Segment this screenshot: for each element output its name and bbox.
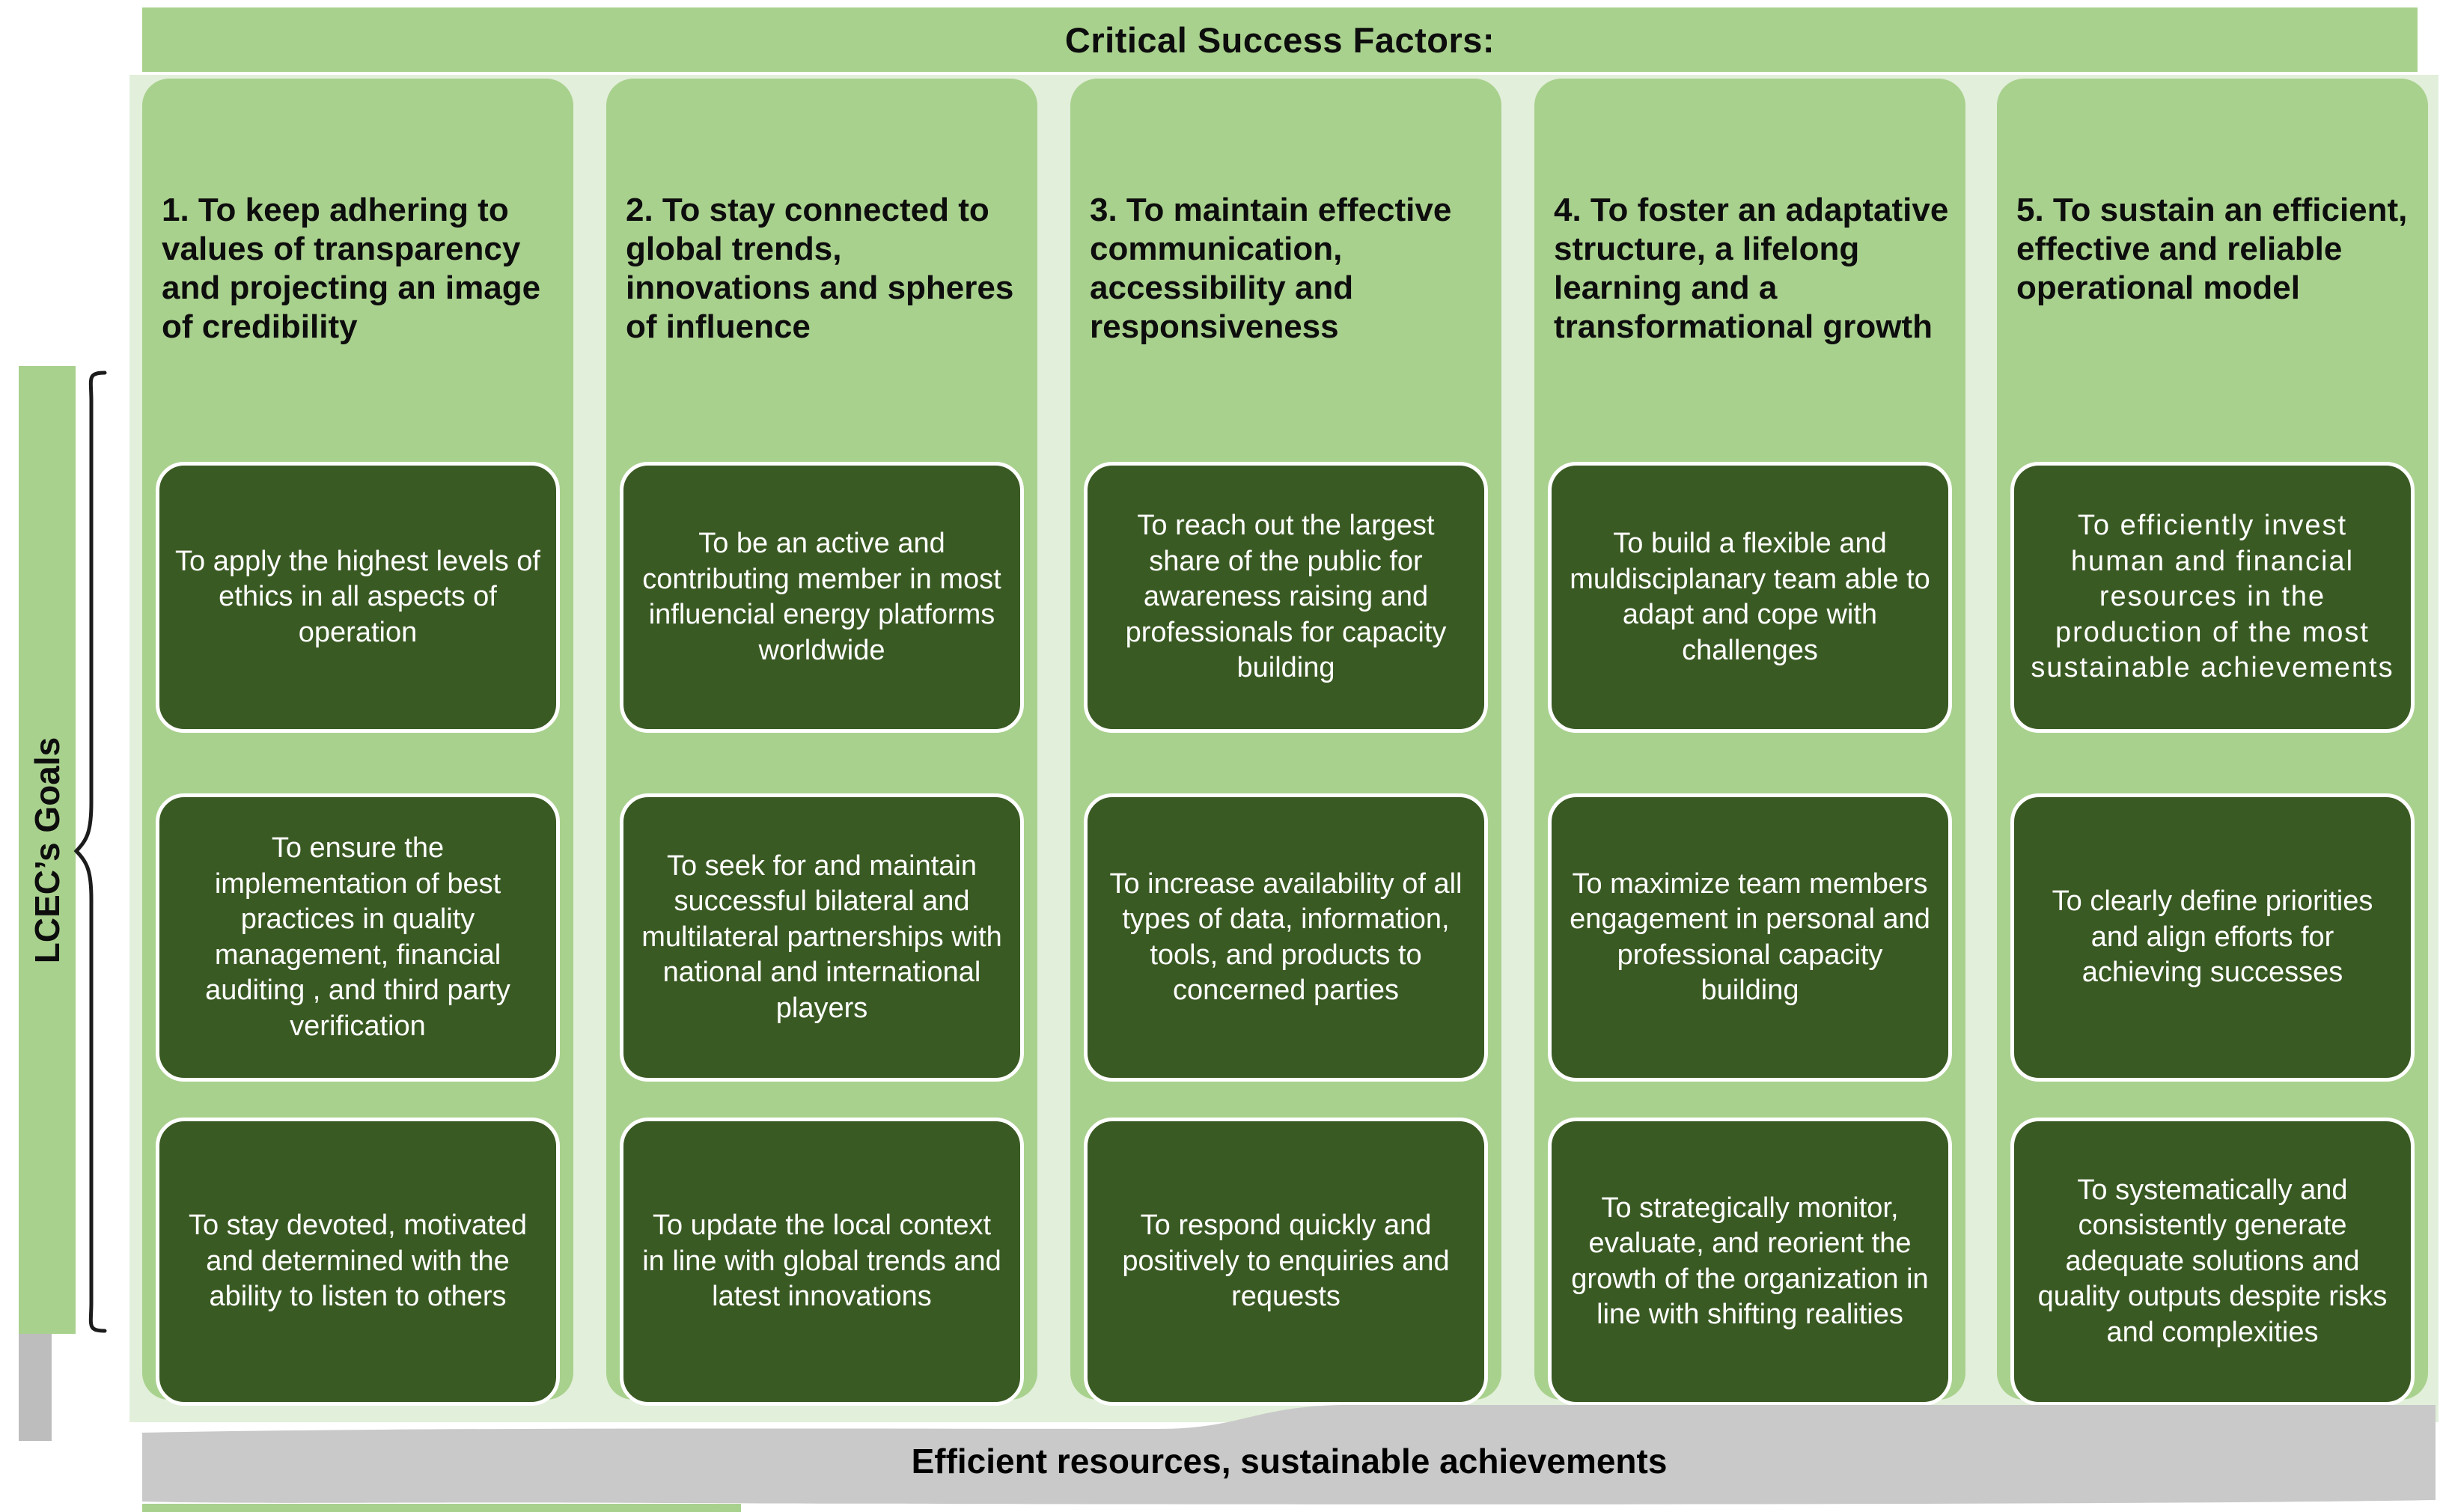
goal-box-2-3: To update the local context in line with… — [620, 1118, 1024, 1406]
critical-success-factors-banner: Critical Success Factors: — [142, 7, 2418, 72]
goal-box-3-2: To increase availability of all types of… — [1084, 793, 1488, 1082]
sidebar-shadow — [19, 1334, 52, 1441]
goal-box-1-2: To ensure the implementation of best pra… — [156, 793, 560, 1082]
ribbon-shape — [142, 1405, 2436, 1505]
goal-box-2-2: To seek for and maintain successful bila… — [620, 793, 1024, 1082]
bottom-green-strip — [142, 1504, 741, 1512]
column-4: 4. To foster an adaptative structure, a … — [1534, 79, 1965, 1406]
column-1: 1. To keep adhering to values of transpa… — [142, 79, 573, 1406]
column-5: 5. To sustain an efficient, effective an… — [1997, 79, 2428, 1406]
lcec-goals-label: LCEC’s Goals — [28, 737, 67, 963]
ribbon-text: Efficient resources, sustainable achieve… — [911, 1442, 1668, 1481]
column-5-header: 5. To sustain an efficient, effective an… — [2016, 192, 2408, 306]
goal-box-5-2: To clearly define priorities and align e… — [2010, 793, 2415, 1082]
goal-box-3-3: To respond quickly and positively to enq… — [1084, 1118, 1488, 1406]
column-2: 2. To stay connected to global trends, i… — [606, 79, 1037, 1406]
goal-box-3-1: To reach out the largest share of the pu… — [1084, 462, 1488, 733]
column-2-header: 2. To stay connected to global trends, i… — [626, 192, 1014, 345]
goal-box-4-2: To maximize team members engagement in p… — [1548, 793, 1952, 1082]
column-3: 3. To maintain effective communication, … — [1070, 79, 1501, 1406]
goal-box-5-3: To systematically and consistently gener… — [2010, 1118, 2415, 1406]
goal-box-4-1: To build a flexible and muldisciplanary … — [1548, 462, 1952, 733]
column-4-header: 4. To foster an adaptative structure, a … — [1554, 192, 1949, 345]
goal-box-4-3: To strategically monitor, evaluate, and … — [1548, 1118, 1952, 1406]
column-1-header: 1. To keep adhering to values of transpa… — [162, 192, 541, 345]
banner-title: Critical Success Factors: — [1064, 19, 1495, 60]
goal-box-1-3: To stay devoted, motivated and determine… — [156, 1118, 560, 1406]
goal-box-2-1: To be an active and contributing member … — [620, 462, 1024, 733]
column-3-header: 3. To maintain effective communication, … — [1090, 192, 1452, 345]
lcec-goals-sidebar: LCEC’s Goals — [19, 366, 76, 1334]
goal-box-5-1: To efficiently invest human and financia… — [2010, 462, 2415, 733]
curly-brace-icon — [73, 371, 107, 1333]
goal-box-1-1: To apply the highest levels of ethics in… — [156, 462, 560, 733]
